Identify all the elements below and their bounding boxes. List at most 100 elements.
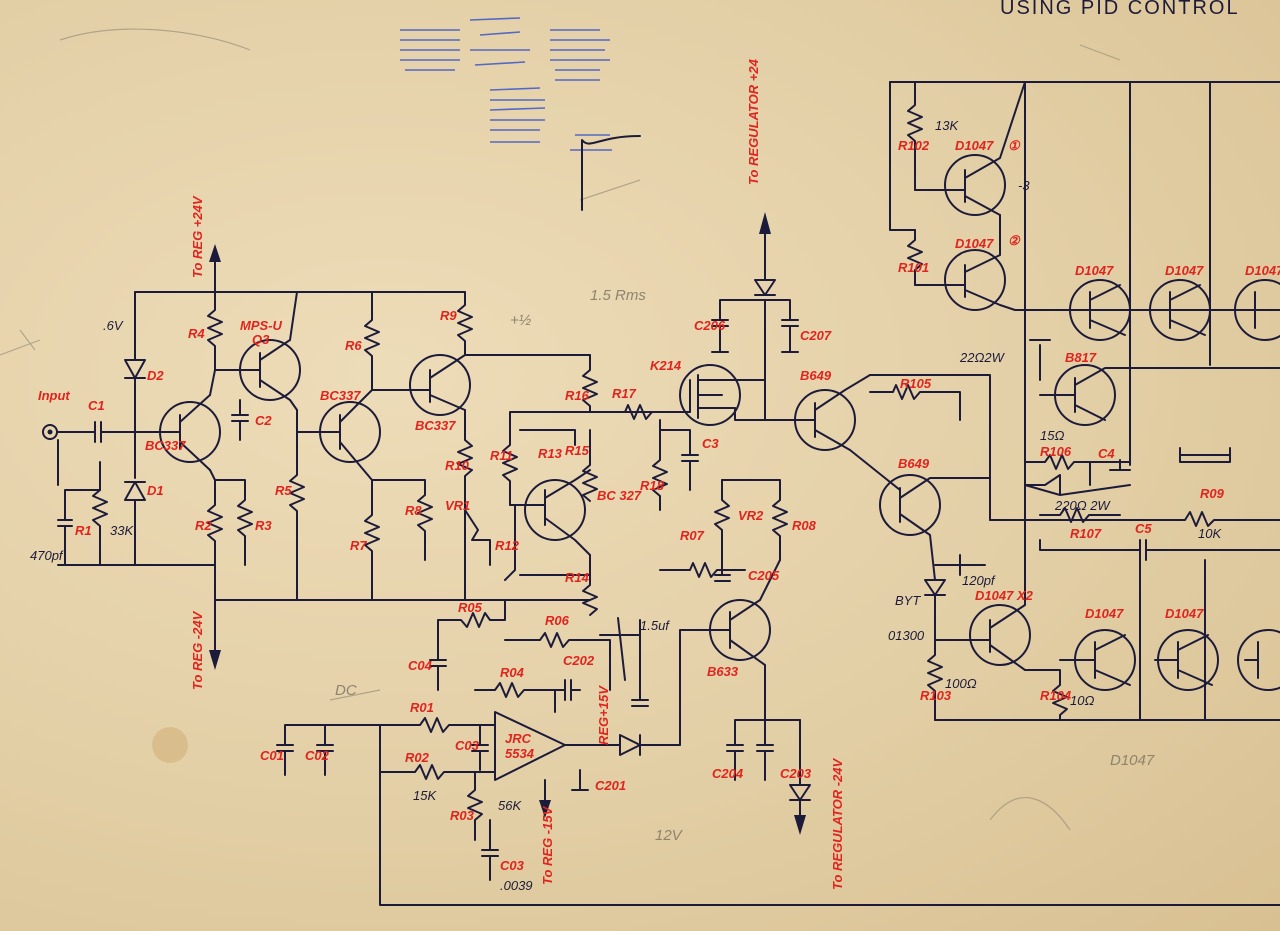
label-c03a: C03 [455,738,480,753]
label-d1047-x2: D1047 X2 [975,588,1034,603]
label-r7: R7 [350,538,367,553]
label-c5: C5 [1135,521,1152,536]
input-stage [42,244,591,670]
label-c0039: .0039 [500,878,533,893]
label-pin3: -3 [1018,178,1030,193]
label-r104: R104 [1040,688,1072,703]
label-dc: DC [335,682,357,699]
label-r04: R04 [500,665,525,680]
label-r17: R17 [612,386,637,401]
label-1-5uf: 1.5uf [640,618,670,633]
label-r10: R10 [445,458,470,473]
label-to-regulator-pos: To REGULATOR +24 [746,58,761,185]
label-vr2: VR2 [738,508,764,523]
label-13k: 13K [935,118,959,133]
driver-stage [764,374,1280,721]
label-pin2: ② [1008,233,1021,248]
label-r106: R106 [1040,444,1072,459]
label-r6: R6 [345,338,362,353]
label-d2: D2 [147,368,164,383]
label-d1047-a: D1047 [955,138,994,153]
label-b633: B633 [707,664,739,679]
label-b649-1: B649 [800,368,832,383]
component-labels: Input C1 D2 D1 R1 33K 470pf .6V BC337 To… [30,58,1280,893]
label-d1047-e: D1047 [1245,263,1280,278]
label-r101: R101 [898,260,929,275]
label-c1: C1 [88,398,105,413]
mosfet-stage [609,212,811,835]
label-d1047-g: D1047 [1165,606,1204,621]
label-jrc-num: 5534 [505,746,535,761]
label-c204: C204 [712,766,744,781]
label-pin1: ① [1008,138,1021,153]
label-r07: R07 [680,528,705,543]
label-to-reg-pos: To REG +24V [190,195,205,278]
label-c4: C4 [1098,446,1115,461]
label-r03: R03 [450,808,475,823]
label-56k: 56K [498,798,522,813]
label-22-ohm-2w: 22Ω2W [959,350,1006,365]
label-bc337-3: BC337 [415,418,456,433]
label-10k: 10K [1198,526,1222,541]
label-r14: R14 [565,570,590,585]
label-c04: C04 [408,658,433,673]
label-byt: BYT [895,593,921,608]
label-c120: 120pf [962,573,996,588]
label-c203: C203 [780,766,812,781]
label-c205: C205 [748,568,780,583]
label-r12: R12 [495,538,520,553]
label-r8: R8 [405,503,422,518]
servo-stage [276,599,1280,906]
label-c201: C201 [595,778,626,793]
label-k214: K214 [650,358,682,373]
waveform-sketch [581,135,641,211]
label-b649-2: B649 [898,456,930,471]
label-d1047-pencil: D1047 [1110,752,1155,769]
label-r107: R107 [1070,526,1102,541]
label-r2: R2 [195,518,212,533]
label-r05: R05 [458,600,483,615]
label-d1: D1 [147,483,164,498]
label-c206: C206 [694,318,726,333]
label-d1047-b: D1047 [955,236,994,251]
label-r02: R02 [405,750,430,765]
label-c202: C202 [563,653,595,668]
vas-stage [296,291,591,601]
label-c02: C02 [305,748,330,763]
label-to-reg-15: To REG -15V [540,805,555,885]
label-d1047-f: D1047 [1085,606,1124,621]
label-input: Input [38,388,70,403]
label-c01: C01 [260,748,284,763]
label-100-ohm: 100Ω [945,676,977,691]
title: USING PID CONTROL [1000,0,1240,19]
label-r16: R16 [565,388,590,403]
blue-scribbles [400,17,612,151]
label-mps: MPS-U [240,318,283,333]
label-q3: Q3 [252,332,270,347]
label-r1-value: 33K [110,523,134,538]
label-r06: R06 [545,613,570,628]
label-byt-num: 01300 [888,628,925,643]
label-r01: R01 [410,700,434,715]
stain [152,727,188,763]
label-c03: C03 [500,858,525,873]
label-vr1: VR1 [445,498,470,513]
label-r09: R09 [1200,486,1225,501]
label-r3: R3 [255,518,272,533]
label-15k: 15K [413,788,437,803]
label-12v: 12V [655,827,684,844]
label-cap-470: 470pf [30,548,64,563]
pencil-labels: 12V 1.5 Rms +½ DC D1047 [335,287,1155,844]
label-c207: C207 [800,328,832,343]
label-r1: R1 [75,523,92,538]
label-d1047-d: D1047 [1165,263,1204,278]
label-to-reg-neg: To REG -24V [190,610,205,690]
label-rms: 1.5 Rms [590,287,646,304]
label-r103: R103 [920,688,952,703]
label-b817: B817 [1065,350,1097,365]
label-220-ohm-2w: 220Ω 2W [1054,498,1111,513]
label-10-ohm: 10Ω [1070,693,1094,708]
label-r102: R102 [898,138,930,153]
